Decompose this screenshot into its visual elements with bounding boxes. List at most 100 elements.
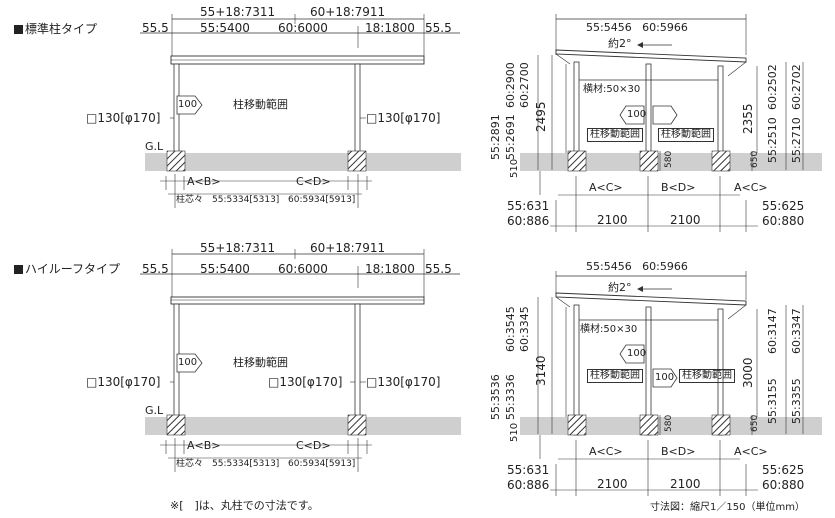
dim-edge-right: 55.5: [425, 262, 452, 276]
pitch-b: 60:5934[5913]: [288, 195, 356, 205]
dim-total-right: 60+18:7911: [310, 241, 386, 255]
left-height-1: 60:3545: [504, 306, 517, 352]
move-arrow-value: 100: [178, 357, 198, 368]
section-title-text: 標準柱タイプ: [25, 22, 98, 36]
label-ac-2: A<C>: [734, 181, 768, 194]
depth-mid: 580: [664, 414, 674, 432]
side-top-width: 55:5456 60:5966: [586, 21, 688, 34]
move-arrow-shape: [176, 95, 203, 115]
ground-level-label: G.L: [145, 140, 164, 153]
span-1: 2100: [597, 477, 628, 491]
dim-span-a: 55:5400: [200, 21, 250, 35]
depth-left: 510: [509, 422, 520, 442]
footing-right: [347, 150, 367, 172]
right-height-2: 60:3347: [790, 308, 803, 354]
move-range-label: 柱移動範囲: [233, 98, 288, 111]
pitch-b: 60:5934[5913]: [288, 459, 356, 469]
post-right: [354, 303, 361, 433]
label-bd: B<D>: [661, 445, 696, 458]
pitch-a: 55:5334[5313]: [212, 459, 280, 469]
slope-label: 約2°: [608, 281, 632, 294]
span-1: 2100: [597, 213, 628, 227]
right-height-3: 55:2510: [766, 117, 779, 163]
pitch-label: 柱芯々: [176, 459, 204, 469]
left-height-4: 55:3336: [504, 374, 517, 420]
dim-span-a: 55:5400: [200, 262, 250, 276]
label-cd: C<D>: [296, 439, 331, 452]
pitch-label: 柱芯々: [176, 195, 204, 205]
span-2: 2100: [670, 477, 701, 491]
clear-left: 3140: [534, 355, 548, 386]
left-height-3: 55:3536: [489, 374, 502, 420]
move-arrow-value: 100: [178, 99, 198, 110]
right-height-4: 55:3355: [790, 378, 803, 424]
roof-panel: [170, 296, 425, 305]
bottom-left-1: 55:631: [507, 199, 550, 213]
clear-left: 2495: [534, 101, 548, 132]
square-bullet-icon: [14, 265, 23, 274]
dim-total-right: 60+18:7911: [310, 5, 386, 19]
label-ab: A<B>: [187, 439, 221, 452]
side-view-standard: [520, 14, 822, 232]
span-2: 2100: [670, 213, 701, 227]
clear-right: 2355: [741, 103, 755, 134]
move-arrow-value: 100: [627, 348, 647, 359]
move-range-2: 柱移動範囲: [658, 128, 714, 142]
slope-label: 約2°: [608, 37, 632, 50]
right-height-1: 60:3147: [766, 308, 779, 354]
front-view-highroof: [140, 249, 461, 472]
side-top-width: 55:5456 60:5966: [586, 260, 688, 273]
beam-label: 横材:50×30: [580, 324, 638, 335]
section-title: 標準柱タイプ: [14, 23, 97, 35]
move-range-2: 柱移動範囲: [679, 369, 735, 383]
depth-left: 510: [509, 158, 520, 178]
bottom-left-1: 55:631: [507, 463, 550, 477]
dim-total-left: 55+18:7311: [200, 241, 276, 255]
label-ac-1: A<C>: [589, 181, 623, 194]
clear-right: 3000: [741, 357, 755, 388]
right-height-2: 60:2702: [790, 64, 803, 110]
right-height-1: 60:2502: [766, 64, 779, 110]
post-size-right: □130[φ170]: [366, 375, 441, 389]
right-height-4: 55:2710: [790, 117, 803, 163]
section-title: ハイルーフタイプ: [14, 263, 120, 275]
left-height-4: 55:2691: [504, 114, 517, 160]
bottom-right-1: 55:625: [762, 199, 805, 213]
move-range-1: 柱移動範囲: [587, 128, 643, 142]
dim-span-b: 60:6000: [278, 262, 328, 276]
post-size-left: □130[φ170]: [86, 375, 161, 389]
front-view-standard: [140, 14, 461, 208]
label-ab: A<B>: [187, 175, 221, 188]
post-size-mid: □130[φ170]: [268, 375, 343, 389]
beam-label: 横材:50×30: [583, 84, 641, 95]
bottom-right-2: 60:880: [762, 214, 805, 228]
depth-mid: 580: [664, 150, 674, 168]
move-arrow-value: 100: [627, 109, 647, 120]
left-height-2: 60:2700: [518, 62, 531, 108]
left-height-3: 55:2891: [489, 114, 502, 160]
right-height-3: 55:3155: [766, 378, 779, 424]
bottom-left-2: 60:886: [507, 478, 550, 492]
dim-span-c: 18:1800: [365, 262, 415, 276]
move-range-label: 柱移動範囲: [233, 356, 288, 369]
bottom-right-1: 55:625: [762, 463, 805, 477]
dim-edge-left: 55.5: [142, 21, 169, 35]
footing-left: [166, 150, 186, 172]
section-title-text: ハイルーフタイプ: [25, 262, 121, 276]
depth-right: 650: [750, 150, 760, 168]
dim-span-b: 60:6000: [278, 21, 328, 35]
dim-edge-left: 55.5: [142, 262, 169, 276]
dim-total-left: 55+18:7311: [200, 5, 276, 19]
ground-level-label: G.L: [145, 404, 164, 417]
label-bd: B<D>: [661, 181, 696, 194]
post-size-right: □130[φ170]: [366, 111, 441, 125]
scale-note: 寸法図：縮尺1／150（単位mm）: [650, 502, 805, 513]
pitch-a: 55:5334[5313]: [212, 195, 280, 205]
side-view-highroof: [520, 271, 822, 496]
label-ac-1: A<C>: [589, 445, 623, 458]
left-height-2: 60:3345: [518, 306, 531, 352]
label-cd: C<D>: [296, 175, 331, 188]
left-height-1: 60:2900: [504, 62, 517, 108]
sloped-roof: [555, 49, 747, 63]
